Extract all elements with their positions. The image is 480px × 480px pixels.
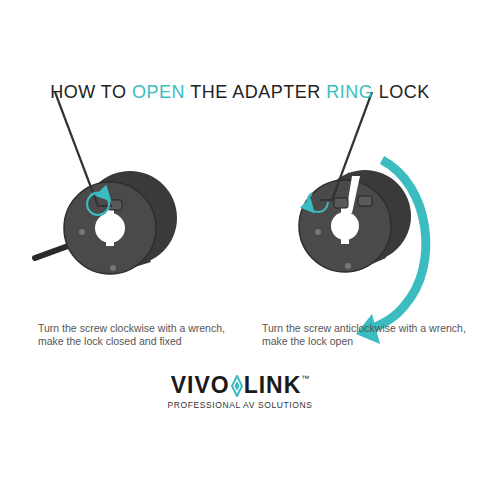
open-ring [299, 92, 426, 344]
turn-arrow [90, 193, 106, 196]
logo: VIVO LINK™ [0, 372, 480, 399]
turn-circle [308, 192, 328, 212]
turn-circle [87, 193, 109, 215]
title-word: LOCK [379, 82, 430, 102]
ring-front [299, 180, 391, 272]
clamp-lug [358, 196, 372, 206]
closed-ring [35, 92, 177, 274]
title: HOW TO OPEN THE ADAPTER RING LOCK [0, 82, 480, 103]
turn-arrow [307, 193, 312, 208]
title-word: TO [101, 82, 127, 102]
keyway [106, 238, 114, 246]
hole [79, 229, 85, 235]
title-word: OPEN [132, 82, 185, 102]
instruction-caption: Turn the screw anticlockwise with a wren… [262, 322, 467, 348]
hole [110, 265, 116, 271]
ring-front [64, 182, 156, 274]
title-word: THE [190, 82, 228, 102]
title-word: ADAPTER [232, 82, 321, 102]
logo-diamond [231, 375, 243, 397]
trademark: ™ [301, 374, 309, 383]
rotation-arrow [366, 160, 426, 330]
title-word: HOW [50, 82, 96, 102]
ring-hole [331, 212, 359, 240]
hole [345, 263, 351, 269]
title-word: RING [326, 82, 373, 102]
allen-key [55, 92, 112, 206]
tagline: PROFESSIONAL AV SOLUTIONS [0, 400, 480, 410]
clamp-lug [334, 198, 348, 208]
hole [315, 229, 321, 235]
instruction-caption: Turn the screw clockwise with a wrench, … [38, 322, 238, 348]
allen-key [320, 92, 372, 200]
logo-word: LINK [244, 372, 302, 399]
logo-word: VIVO [171, 372, 230, 399]
keyway [341, 236, 349, 244]
